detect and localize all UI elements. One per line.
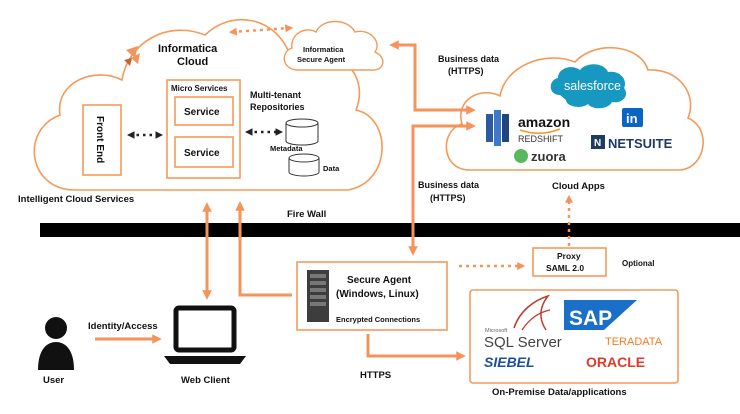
intelligent-cloud-label: Intelligent Cloud Services xyxy=(18,194,134,205)
small-cloud-shape xyxy=(283,20,384,71)
siebel-label: SIEBEL xyxy=(484,354,535,370)
sap-label: SAP xyxy=(569,307,612,330)
agent-to-onprem-arrow xyxy=(366,334,466,361)
user-icon xyxy=(38,317,74,370)
proxy-box xyxy=(532,247,607,277)
multitenant-label-2: Repositories xyxy=(250,102,305,112)
secure-agent-cloud-line1: Informatica xyxy=(303,45,344,54)
server-icon xyxy=(307,270,329,322)
cloud-apps: salesforce in amazon REDSHIFT zuora N NE… xyxy=(445,46,704,192)
oracle-label: ORACLE xyxy=(586,354,645,370)
agent-cloud-to-apps-arrow xyxy=(389,40,476,115)
salesforce-icon xyxy=(550,64,627,109)
sap-icon xyxy=(564,300,637,330)
multitenant-label-1: Multi-tenant xyxy=(250,90,301,100)
https-label: HTTPS xyxy=(360,370,391,381)
netsuite-n: N xyxy=(594,138,601,149)
netsuite-icon xyxy=(591,135,605,149)
laptop-icon xyxy=(164,305,246,364)
micro-services-title: Micro Services xyxy=(171,84,228,93)
microsoft-label: Microsoft xyxy=(485,328,508,334)
data-label: Data xyxy=(323,164,340,173)
linkedin-icon xyxy=(622,108,643,127)
amazon-redshift-icon xyxy=(486,110,509,146)
secure-agent-cloud-line2: Secure Agent xyxy=(297,55,346,64)
informatica-title-1: Informatica xyxy=(158,43,218,55)
netsuite-label: NETSUITE xyxy=(608,136,673,151)
metadata-label: Metadata xyxy=(270,144,303,153)
cloud-to-agent-arrow xyxy=(235,201,292,297)
informatica-title-2: Cloud xyxy=(177,56,208,68)
business-data-mid-line2: (HTTPS) xyxy=(430,193,466,203)
front-end-box xyxy=(82,104,122,176)
zuora-label: zuora xyxy=(531,149,566,164)
service-box-2 xyxy=(174,136,234,168)
optional-label: Optional xyxy=(622,259,654,268)
secure-agent-label-2: (Windows, Linux) xyxy=(336,289,419,300)
business-data-top-line2: (HTTPS) xyxy=(448,66,484,76)
amazon-label: amazon xyxy=(518,114,570,130)
proxy-label-1: Proxy xyxy=(557,251,581,261)
proxy-label-2: SAML 2.0 xyxy=(546,263,584,273)
identity-access-label: Identity/Access xyxy=(88,321,158,332)
user-label: User xyxy=(43,375,64,386)
front-end-label: Front End xyxy=(94,116,105,163)
cloud-apps-label: Cloud Apps xyxy=(552,181,605,192)
service-label-1: Service xyxy=(184,107,220,118)
amazon-smile-icon xyxy=(519,128,561,135)
firewall-label: Fire Wall xyxy=(287,209,326,220)
linkedin-label: in xyxy=(626,111,638,126)
encrypted-connections-label: Encrypted Connections xyxy=(336,315,420,324)
redshift-label: REDSHIFT xyxy=(518,134,564,144)
business-data-top-line1: Business data xyxy=(438,54,500,64)
on-premise-label: On-Premise Data/applications xyxy=(492,387,627,398)
zuora-icon xyxy=(514,149,528,163)
data-database-icon xyxy=(288,153,320,177)
cloud-secure-agent: Informatica Secure Agent xyxy=(283,20,384,71)
service-box-1 xyxy=(174,96,234,126)
sql-server-label: SQL Server xyxy=(484,334,562,351)
business-data-mid-line1: Business data xyxy=(418,180,480,190)
informatica-logo-icon xyxy=(124,46,140,66)
service-label-2: Service xyxy=(184,148,220,159)
sql-server-icon xyxy=(513,294,551,331)
apps-to-secure-agent-arrow xyxy=(408,121,476,256)
salesforce-label: salesforce xyxy=(564,79,621,93)
cloud-apps-shape xyxy=(445,46,704,171)
firewall-bar xyxy=(40,223,740,237)
web-client-label: Web Client xyxy=(181,375,231,386)
cloud-agent-dotted-link xyxy=(228,24,294,36)
secure-agent-label-1: Secure Agent xyxy=(347,275,412,286)
metadata-database-icon xyxy=(285,118,319,146)
teradata-label: TERADATA xyxy=(605,336,663,348)
